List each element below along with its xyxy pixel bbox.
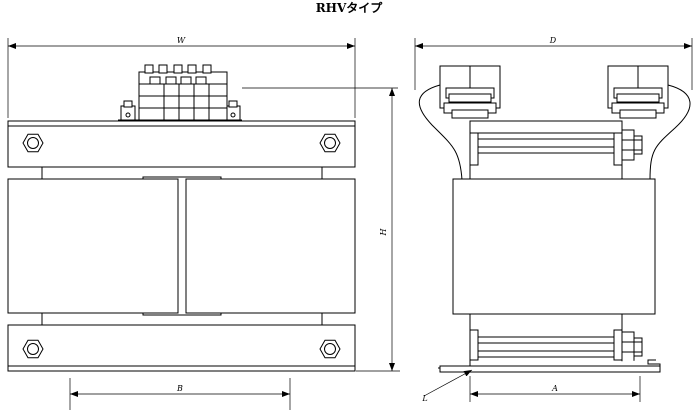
upper-bracket bbox=[469, 120, 643, 180]
dimension-a: A bbox=[469, 376, 641, 402]
front-view: W bbox=[7, 36, 400, 410]
dimension-d: D bbox=[414, 36, 693, 90]
dimension-w: W bbox=[7, 36, 356, 118]
dimension-l: L bbox=[421, 369, 473, 403]
dimension-d-label: D bbox=[549, 36, 557, 45]
dimension-b: B bbox=[69, 378, 291, 410]
lower-bracket bbox=[469, 313, 643, 369]
dimension-w-label: W bbox=[177, 36, 186, 45]
base-plate bbox=[438, 359, 661, 373]
side-core bbox=[452, 178, 656, 315]
dimension-b-label: B bbox=[176, 384, 183, 393]
side-view: D bbox=[414, 36, 693, 403]
hex-nut-icon bbox=[22, 133, 44, 153]
dimension-h-label: H bbox=[379, 227, 388, 236]
side-terminal-left bbox=[439, 65, 501, 119]
drawing-title: RHVタイプ bbox=[316, 0, 384, 15]
dimension-h: H bbox=[356, 88, 400, 372]
lead-wire-left bbox=[418, 84, 463, 181]
top-clamp-bar bbox=[7, 120, 356, 168]
hex-nut-icon bbox=[319, 133, 341, 153]
dimension-a-label: A bbox=[551, 384, 558, 393]
terminal-block bbox=[118, 64, 242, 121]
dimension-l-label: L bbox=[421, 394, 427, 403]
lead-wire-right bbox=[649, 84, 691, 181]
hex-nut-icon bbox=[319, 339, 341, 359]
hex-nut-icon bbox=[22, 339, 44, 359]
side-terminal-right bbox=[607, 65, 669, 119]
bottom-clamp-bar bbox=[7, 324, 356, 372]
core-coils bbox=[7, 176, 356, 316]
